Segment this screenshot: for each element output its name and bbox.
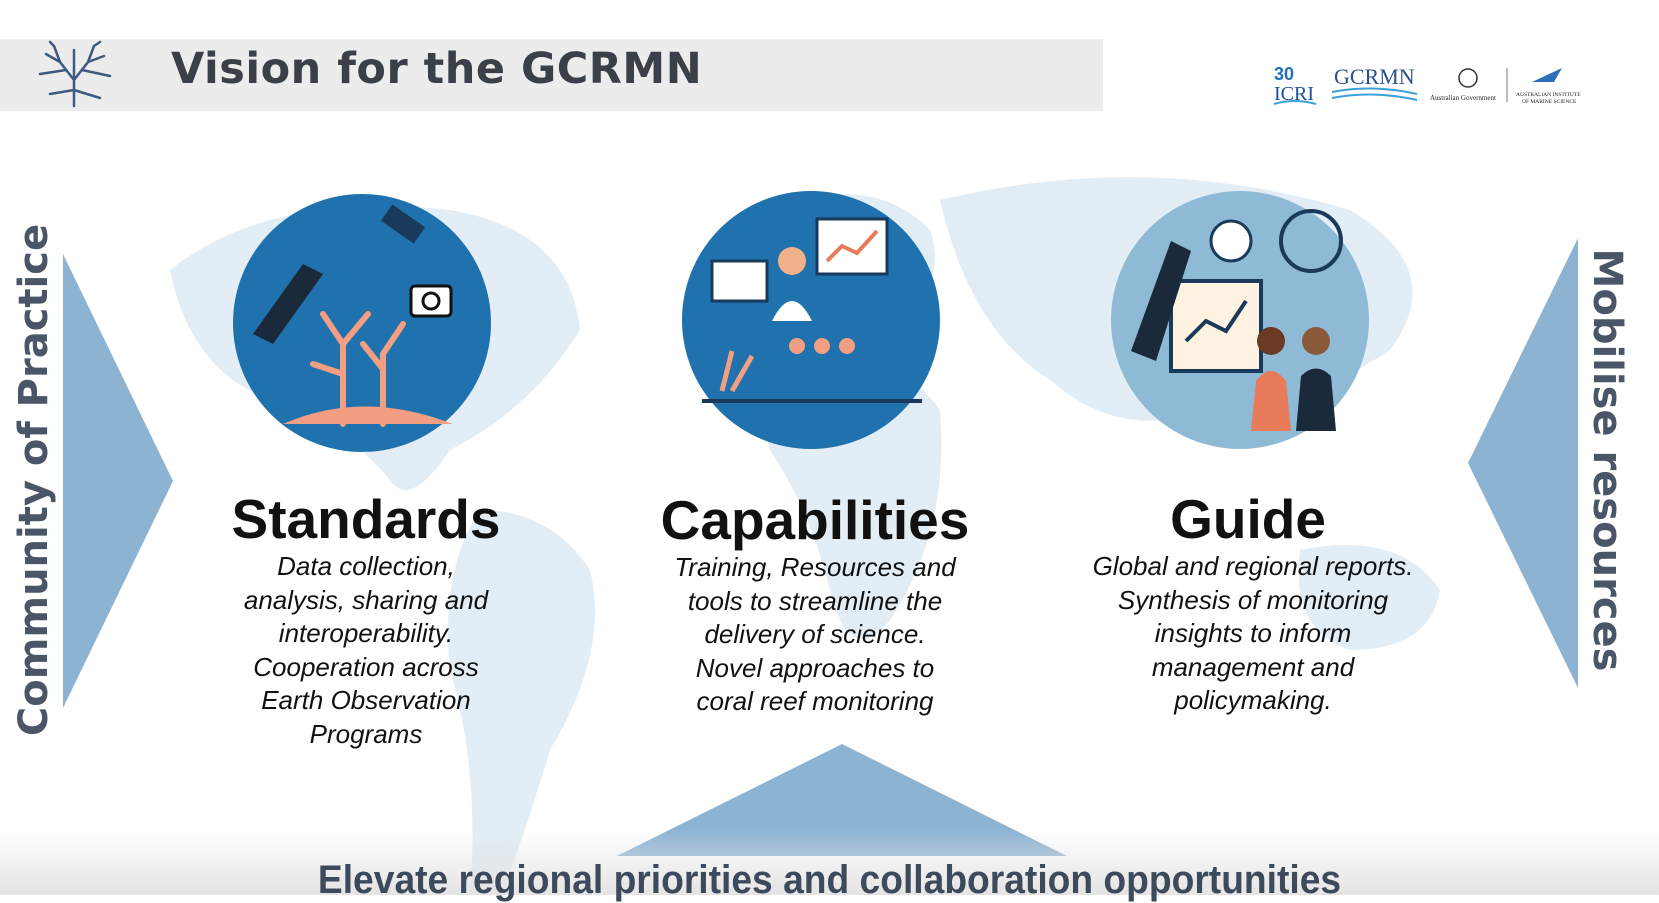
pillar-capabilities: Capabilities Training, Resources and too… — [635, 489, 995, 719]
left-arrow-triangle — [63, 254, 173, 708]
capabilities-illustration-icon — [682, 191, 940, 449]
pillar-title: Standards — [231, 488, 501, 550]
pillar-line: Data collection, — [277, 551, 455, 581]
pillar-line: analysis, sharing and — [243, 584, 489, 615]
svg-text:OF MARINE SCIENCE: OF MARINE SCIENCE — [1522, 99, 1577, 105]
pillar-line: Synthesis of monitoring — [1117, 584, 1389, 615]
bottom-fade — [0, 830, 1659, 895]
pillar-line: Global and regional reports. — [1092, 551, 1414, 581]
pillar-line: Earth Observation — [261, 685, 471, 715]
pillar-guide: Guide Global and regional reports. Synth… — [1058, 488, 1448, 718]
aims-logo-icon: AUSTRALIAN INSTITUTE OF MARINE SCIENCE — [1516, 68, 1581, 105]
pillar-line: delivery of science. — [704, 619, 926, 649]
australian-government-logo-icon: Australian Government — [1430, 68, 1496, 102]
elevate-priorities-label: Elevate regional priorities and collabor… — [317, 858, 1342, 902]
pillar-standards: Standards Data collection, analysis, sha… — [186, 488, 546, 751]
gcrmn-logo-icon: GCRMN — [1331, 64, 1418, 101]
svg-text:GCRMN: GCRMN — [1334, 64, 1415, 89]
pillar-line: tools to streamline the — [687, 585, 943, 616]
pillar-title: Capabilities — [660, 489, 970, 551]
community-of-practice-label: Community of Practice — [11, 223, 57, 737]
standards-illustration-icon — [233, 194, 491, 452]
page-title: Vision for the GCRMN — [171, 44, 703, 94]
header-bar — [0, 39, 1103, 111]
coral-logo-icon — [38, 40, 112, 108]
svg-text:ICRI: ICRI — [1274, 83, 1314, 105]
right-arrow-triangle — [1468, 238, 1578, 688]
pillar-line: interoperability. — [278, 618, 454, 648]
guide-illustration-icon — [1111, 191, 1369, 449]
svg-text:30: 30 — [1274, 64, 1294, 84]
bottom-arrow-triangle — [617, 744, 1067, 856]
pillar-line: Novel approaches to — [695, 652, 935, 683]
pillar-line: insights to inform — [1154, 618, 1352, 648]
pillar-title: Guide — [1170, 488, 1326, 550]
pillar-line: coral reef monitoring — [696, 686, 934, 716]
pillar-line: management and — [1151, 651, 1355, 682]
pillar-line: Programs — [309, 718, 423, 749]
pillar-line: policymaking. — [1174, 685, 1332, 715]
icri-logo-icon: 30 ICRI — [1273, 64, 1317, 105]
pillar-line: Training, Resources and — [674, 552, 956, 582]
svg-text:AUSTRALIAN INSTITUTE: AUSTRALIAN INSTITUTE — [1516, 92, 1581, 98]
mobilise-resources-label: Mobilise resources — [1584, 248, 1630, 672]
pillar-line: Cooperation across — [253, 651, 479, 682]
svg-text:Australian Government: Australian Government — [1430, 94, 1496, 102]
partner-logos: 30 ICRI GCRMN Australian Government AUST… — [1273, 64, 1581, 105]
